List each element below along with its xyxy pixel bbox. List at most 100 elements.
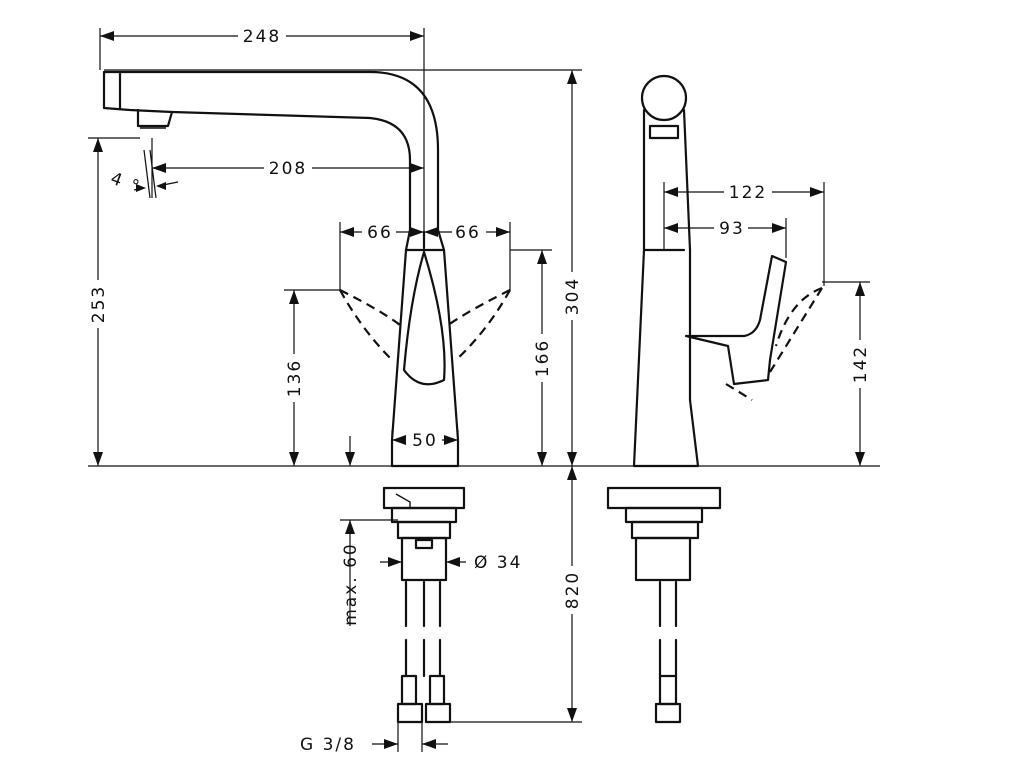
front-base-plate (382, 486, 466, 510)
label-50: 50 (412, 431, 438, 451)
label-248: 248 (243, 27, 281, 47)
arrowhead (855, 452, 865, 466)
label-bg (238, 26, 286, 46)
side-view (606, 74, 823, 724)
front-shank (400, 536, 448, 582)
arrowhead (136, 184, 146, 192)
label-820: 820 (563, 571, 583, 609)
label-diameter-34: Ø 34 (474, 553, 522, 573)
arrowhead (289, 290, 299, 304)
arrowhead (567, 466, 577, 480)
arrowhead (340, 227, 354, 237)
arrowhead (772, 223, 786, 233)
label-304: 304 (563, 277, 583, 315)
arrowhead (664, 223, 678, 233)
side-lever-dashed-3 (725, 383, 753, 401)
hose-nut-left (396, 702, 424, 724)
arrowhead (345, 452, 355, 466)
side-lever-dashed-2 (769, 287, 823, 373)
side-lever-dashed-1 (774, 286, 823, 347)
arrowhead (444, 435, 458, 445)
dimension-lines (93, 31, 865, 749)
arrowhead (496, 227, 510, 237)
arrowhead (392, 435, 406, 445)
label-bg (562, 272, 582, 320)
label-bg (406, 430, 442, 450)
side-base-plate (606, 486, 722, 510)
lever-right-dashed-upper (447, 289, 511, 326)
arrowhead (567, 452, 577, 466)
arrowhead (537, 250, 547, 264)
label-bg (714, 218, 748, 238)
arrowhead (388, 557, 402, 567)
side-hose-nut (654, 702, 682, 724)
label-bg (452, 222, 486, 242)
lever-drop-shape (402, 250, 446, 386)
label-angle: 4 ° (108, 169, 144, 198)
reference-lines (88, 28, 880, 752)
label-bg (284, 354, 304, 402)
side-shank (634, 536, 692, 582)
hose-fitting-right (428, 674, 446, 706)
lever-left-dashed-lower (339, 289, 393, 361)
side-lever (684, 254, 788, 386)
label-122: 122 (729, 183, 767, 203)
label-bg (88, 280, 108, 328)
arrowhead (855, 282, 865, 296)
side-body-outline (632, 108, 700, 468)
label-bg (724, 182, 772, 202)
label-166: 166 (533, 339, 553, 377)
label-bg (850, 340, 870, 388)
side-hose-fitting (658, 674, 678, 706)
label-bg (532, 334, 552, 382)
arrowhead (422, 739, 436, 749)
arrowhead (410, 163, 424, 173)
arrowhead (93, 452, 103, 466)
label-93: 93 (719, 219, 745, 239)
arrowhead (446, 557, 460, 567)
arrowhead (810, 187, 824, 197)
base-plate-detail (395, 493, 411, 508)
arrowhead (410, 227, 424, 237)
lever-right-dashed-lower (455, 289, 511, 361)
lever-left-dashed-upper (339, 289, 401, 326)
label-bg (264, 158, 312, 178)
angle-line-1 (143, 149, 151, 199)
label-253: 253 (89, 285, 109, 323)
label-thread: G 3/8 (300, 735, 356, 755)
arrowhead (156, 182, 166, 190)
label-66-right: 66 (455, 223, 481, 243)
arrowhead (664, 187, 678, 197)
arrowhead (152, 163, 166, 173)
arrowhead (567, 70, 577, 84)
front-spout-outline (102, 70, 440, 232)
angle-line-2 (149, 149, 157, 199)
arrowhead (384, 739, 398, 749)
label-bg (562, 566, 582, 614)
arrowhead (567, 708, 577, 722)
arrowhead (289, 452, 299, 466)
front-nut (396, 520, 452, 540)
side-aerator (648, 124, 680, 140)
arrowhead (100, 31, 114, 41)
arrowhead (410, 31, 424, 41)
label-136: 136 (285, 359, 305, 397)
label-bg (362, 222, 396, 242)
label-142: 142 (851, 345, 871, 383)
arrowhead (537, 452, 547, 466)
side-washer (624, 506, 704, 524)
arrowhead (93, 138, 103, 152)
dimension-labels: 248 208 4 ° 66 66 253 136 166 304 50 max… (88, 26, 871, 755)
hose-nut-right (424, 702, 452, 724)
label-66-left: 66 (367, 223, 393, 243)
front-washer (390, 506, 458, 524)
shank-pin (414, 538, 434, 550)
label-max-60: max. 60 (341, 542, 361, 625)
arrowhead (345, 520, 355, 534)
side-spout-head (640, 74, 688, 122)
arrowhead (424, 227, 438, 237)
side-nut (630, 520, 700, 540)
hose-fitting-left (400, 674, 418, 706)
label-208: 208 (269, 159, 307, 179)
